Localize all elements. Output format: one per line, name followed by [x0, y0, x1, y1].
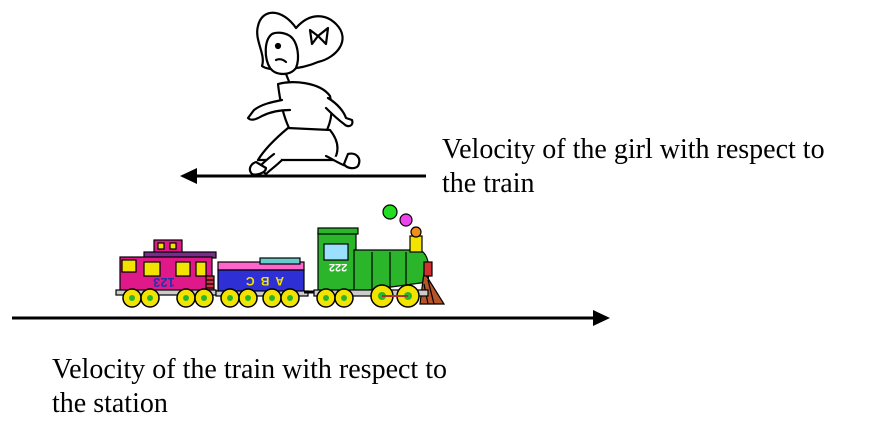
running-girl-illustration	[246, 11, 361, 176]
smoke-puff-magenta	[399, 213, 413, 227]
train-velocity-label: Velocity of the train with respect to th…	[52, 353, 447, 421]
girl-velocity-arrow	[180, 168, 426, 184]
engine-number: 222	[329, 261, 347, 273]
smoke-puff-green	[382, 204, 398, 220]
tender-letters: ABC	[240, 274, 284, 288]
locomotive: 222	[313, 226, 446, 305]
caboose-number: 123	[153, 275, 175, 290]
girl-velocity-label-line1: Velocity of the girl with respect to	[442, 134, 825, 165]
caboose: 123	[115, 239, 217, 296]
train-velocity-label-line2: the station	[52, 388, 168, 419]
girl-velocity-label-line2: the train	[442, 168, 535, 199]
train-velocity-label-line1: Velocity of the train with respect to	[52, 354, 447, 385]
girl-velocity-label: Velocity of the girl with respect to the…	[442, 133, 825, 201]
train-velocity-arrow	[12, 310, 610, 326]
train-illustration: 123 ABC 222	[115, 204, 446, 308]
